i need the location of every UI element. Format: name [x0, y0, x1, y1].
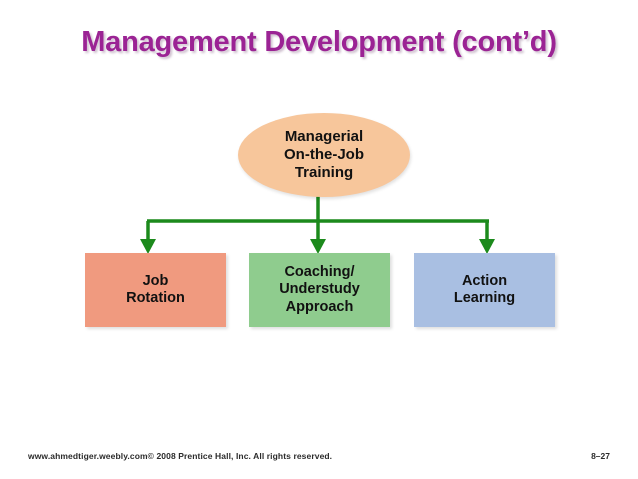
node-label: Job Rotation [126, 272, 185, 306]
node-label: Managerial On-the-Job Training [284, 128, 364, 181]
node-label: Action Learning [453, 272, 516, 306]
node-action-learning: Action Learning [414, 253, 555, 327]
arrowhead-center-icon [310, 239, 326, 254]
slide-footer: www.ahmedtiger.weebly.com© 2008 Prentice… [0, 439, 638, 479]
connector-lines [140, 196, 495, 254]
node-coaching-understudy-approach: Coaching/ Understudy Approach [249, 253, 390, 327]
arrowhead-right-icon [479, 239, 495, 254]
footer-page-number: 8–27 [591, 451, 610, 461]
node-job-rotation: Job Rotation [85, 253, 226, 327]
arrowhead-left-icon [140, 239, 156, 254]
management-development-diagram: Managerial On-the-Job Training Job Rotat… [85, 113, 555, 327]
footer-copyright-text: www.ahmedtiger.weebly.com© 2008 Prentice… [28, 451, 333, 461]
node-managerial-on-the-job-training: Managerial On-the-Job Training [238, 113, 410, 197]
page-title: Management Development (cont’d) [81, 26, 557, 58]
node-label: Coaching/ Understudy Approach [279, 263, 360, 315]
